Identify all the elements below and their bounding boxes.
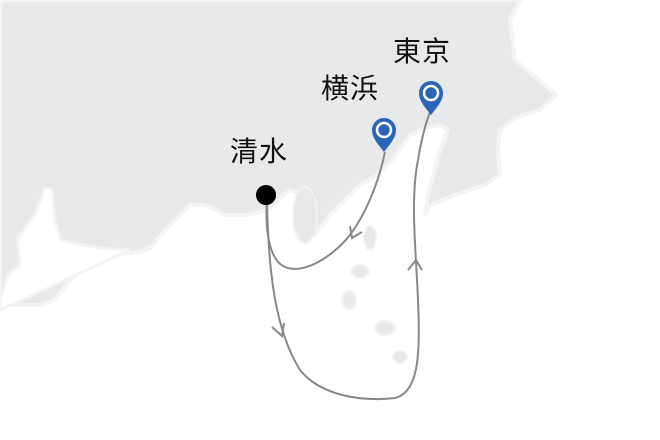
land-west-spur: [0, 186, 131, 312]
island-6: [292, 186, 318, 244]
place-label-shimizu: 清水: [230, 135, 289, 168]
island-1: [363, 225, 377, 251]
island-3: [341, 290, 357, 310]
port-dot-icon[interactable]: [256, 185, 276, 205]
arrow-head-icon: [271, 322, 285, 338]
place-label-tokyo: 東京: [393, 35, 452, 68]
map-pin-icon[interactable]: [419, 81, 443, 115]
land-mainland: [0, 0, 558, 307]
island-2: [350, 264, 370, 278]
arrow-head-icon: [349, 225, 363, 240]
arrow-head-icon: [407, 258, 423, 271]
map-pin-icon[interactable]: [372, 118, 396, 152]
place-label-yokohama: 横浜: [321, 72, 380, 105]
island-4: [374, 320, 396, 336]
island-5: [392, 350, 408, 364]
